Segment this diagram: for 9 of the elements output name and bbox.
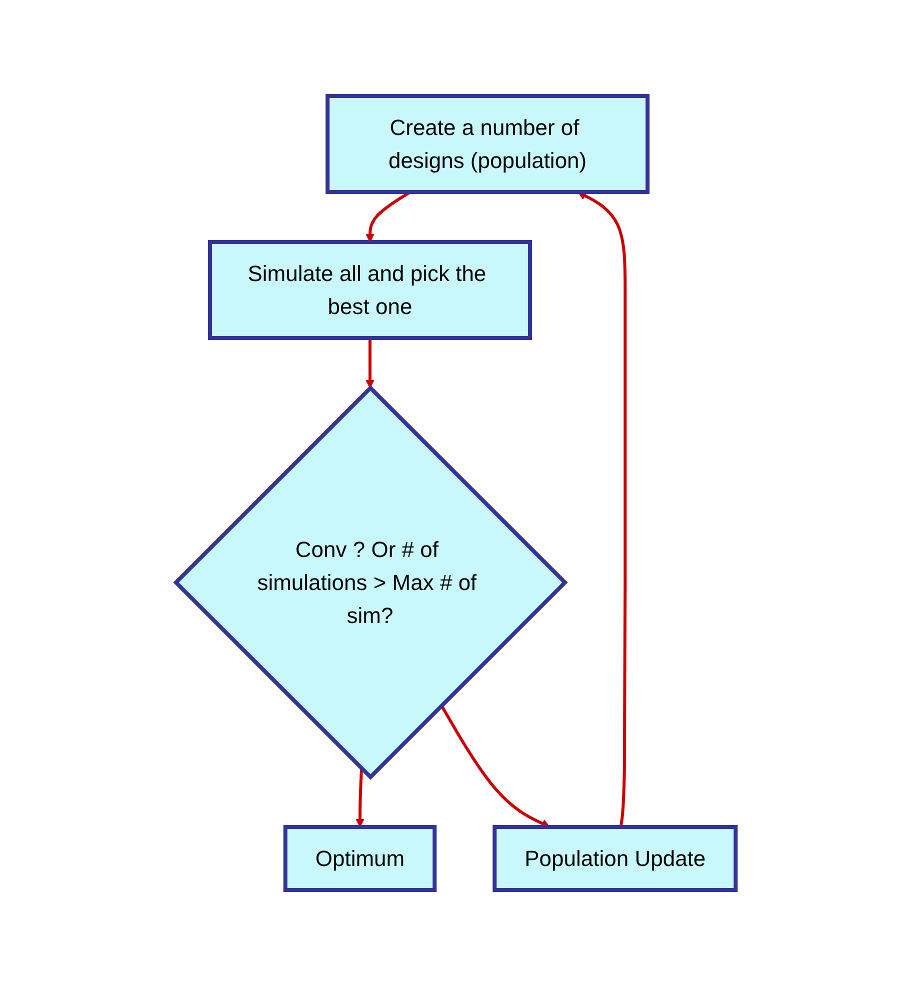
arrow [440, 704, 550, 828]
arrow [577, 192, 626, 828]
node-box: Simulate all and pick the best one [208, 240, 532, 340]
node-diamond: Conv ? Or # of simulations > Max # of sim? [172, 385, 568, 780]
node-box: Population Update [492, 825, 738, 892]
node-box: Optimum [283, 825, 436, 892]
arrow [355, 768, 364, 828]
node-box: Create a number of designs (population) [325, 94, 650, 194]
arrow [365, 338, 374, 388]
